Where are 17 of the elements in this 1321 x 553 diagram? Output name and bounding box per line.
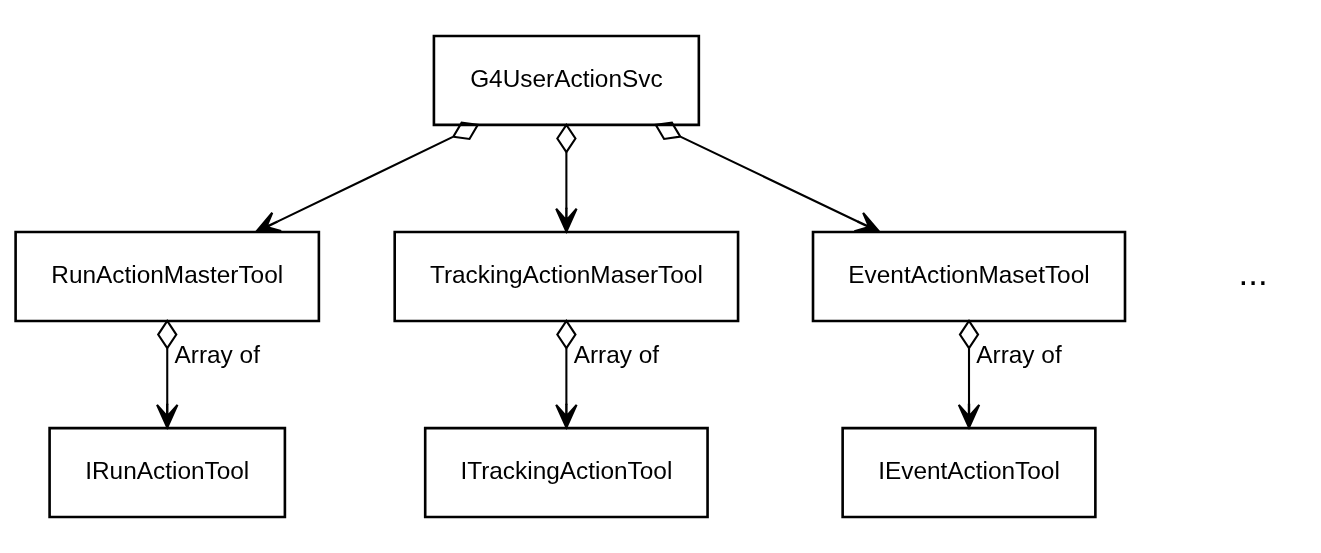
node-box: RunActionMasterTool xyxy=(14,230,321,323)
arrow xyxy=(255,121,480,233)
node-box: TrackingActionMaserTool xyxy=(393,230,740,323)
node-box: ITrackingActionTool xyxy=(423,426,709,519)
arrow xyxy=(957,319,981,429)
label: ... xyxy=(1238,253,1268,293)
arrow xyxy=(555,123,578,233)
arrow xyxy=(156,319,179,429)
arrow xyxy=(555,319,578,429)
node-box: IEventActionTool xyxy=(841,426,1097,519)
node-box: EventActionMasetTool xyxy=(811,230,1127,323)
node-box: G4UserActionSvc xyxy=(432,34,701,127)
edge-label: Array of xyxy=(976,340,1062,368)
node-box: IRunActionTool xyxy=(48,426,287,519)
arrow xyxy=(654,121,881,233)
edge-label: Array of xyxy=(174,340,260,368)
edge-label: Array of xyxy=(573,340,660,368)
